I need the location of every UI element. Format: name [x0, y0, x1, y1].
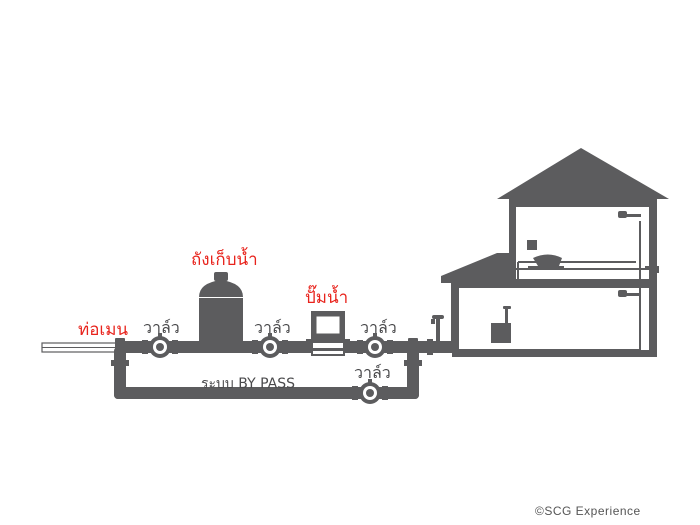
bypass-valve-label: วาล์ว — [354, 363, 391, 382]
storage-tank-icon — [199, 272, 243, 347]
valve-3-label: วาล์ว — [360, 318, 397, 337]
lower-sink-icon — [491, 306, 511, 343]
valve-2-icon — [252, 333, 288, 358]
house-plumbing — [451, 221, 641, 351]
valve-1-label: วาล์ว — [143, 318, 180, 337]
valve-1-icon — [142, 333, 178, 358]
main-pipe-label: ท่อเมน — [78, 320, 129, 340]
storage-tank-label: ถังเก็บน้ำ — [191, 250, 258, 270]
lower-shower-icon — [618, 290, 641, 297]
bypass-pipe — [111, 347, 422, 399]
upper-shower-icon — [618, 211, 641, 218]
valve-3-icon — [357, 333, 393, 358]
bypass-valve-icon — [352, 379, 388, 404]
water-pump-icon — [306, 311, 350, 356]
upper-toilet-icon — [527, 240, 564, 270]
outdoor-faucet-icon — [431, 315, 444, 343]
main-inlet-pipe — [41, 342, 121, 353]
copyright-text: ©SCG Experience — [535, 504, 641, 518]
bypass-label: ระบบ BY PASS — [201, 376, 296, 392]
water-pump-label: ปั๊มน้ำ — [305, 288, 349, 308]
valve-2-label: วาล์ว — [254, 318, 291, 337]
house-icon — [441, 148, 669, 357]
